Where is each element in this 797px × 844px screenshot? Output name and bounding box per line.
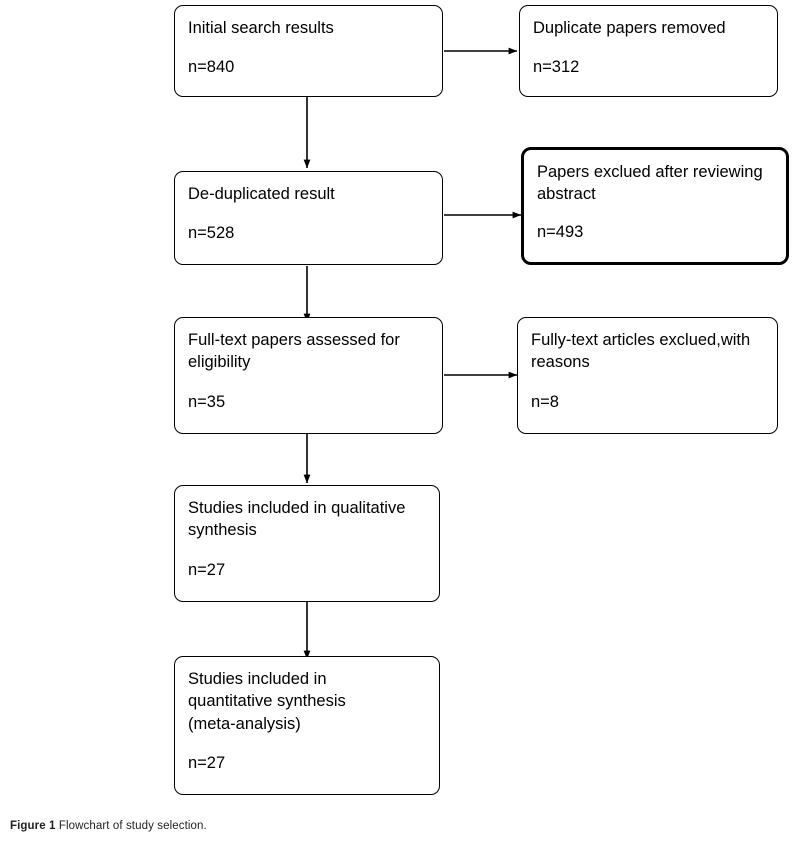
node-count: n=528 — [188, 224, 235, 243]
node-title: Full-text papers assessed for eligibilit… — [188, 331, 400, 372]
node-title: Duplicate papers removed — [533, 19, 726, 37]
figure-caption: Figure 1 Flowchart of study selection. — [10, 820, 207, 832]
node-title: Initial search results — [188, 19, 334, 37]
node-fully-text-articles-exclued[interactable]: Fully-text articles exclued,with reasons… — [517, 317, 778, 434]
node-initial-search-results[interactable]: Initial search results n=840 — [174, 5, 443, 97]
node-count: n=312 — [533, 58, 580, 77]
node-count: n=493 — [537, 222, 584, 241]
node-title: Fully-text articles exclued,with reasons — [531, 331, 751, 372]
node-title: De-duplicated result — [188, 185, 335, 203]
node-count: n=27 — [188, 560, 226, 579]
node-count: n=8 — [531, 392, 559, 411]
node-title: Studies included in qualitative synthesi… — [188, 499, 406, 540]
node-title: Papers exclued after reviewing abstract — [537, 163, 763, 204]
node-papers-exclued-after-reviewing-abstract[interactable]: Papers exclued after reviewing abstract … — [521, 147, 789, 265]
node-studies-included-quantitative-synthesis[interactable]: Studies included in quantitative synthes… — [174, 656, 440, 795]
node-duplicate-papers-removed[interactable]: Duplicate papers removed n=312 — [519, 5, 778, 97]
node-count: n=35 — [188, 392, 226, 411]
figure-caption-text: Flowchart of study selection. — [58, 820, 207, 832]
node-count: n=27 — [188, 753, 226, 772]
figure-caption-label: Figure 1 — [10, 820, 56, 832]
node-full-text-papers-assessed[interactable]: Full-text papers assessed for eligibilit… — [174, 317, 443, 434]
node-studies-included-qualitative-synthesis[interactable]: Studies included in qualitative synthesi… — [174, 485, 440, 602]
node-de-duplicated-result[interactable]: De-duplicated result n=528 — [174, 171, 443, 265]
node-count: n=840 — [188, 58, 235, 77]
node-title: Studies included in quantitative synthes… — [188, 670, 346, 733]
